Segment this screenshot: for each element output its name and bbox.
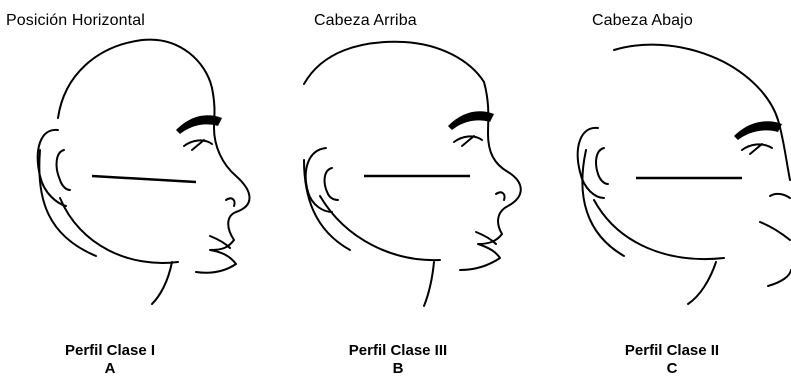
panel-a: Posición Horizontal [0,0,264,379]
profile-letter-label: C [597,360,747,378]
profile-class-label: Perfil Clase II [597,342,747,360]
head-profile-down [528,0,791,379]
panel-c: Cabeza Abajo Perf [528,0,791,379]
panel-b: Cabeza Arriba Per [264,0,528,379]
profile-class-label: Perfil Clase III [323,342,473,360]
profile-caption: Perfil Clase I A [35,342,185,378]
profile-class-label: Perfil Clase I [35,342,185,360]
profile-caption: Perfil Clase III B [323,342,473,378]
profile-caption: Perfil Clase II C [597,342,747,378]
head-profile-horizontal [0,0,264,379]
profile-letter-label: B [323,360,473,378]
head-profile-up [264,0,528,379]
profile-letter-label: A [35,360,185,378]
